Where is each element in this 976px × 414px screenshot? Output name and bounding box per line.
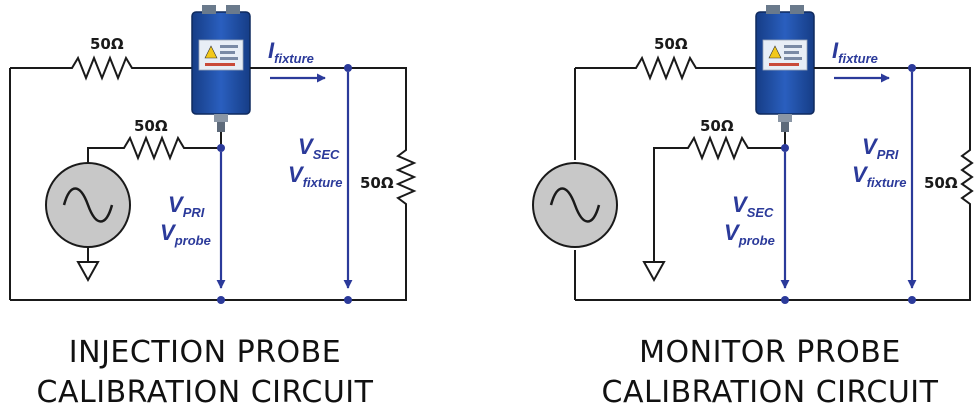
injection-i-label: Ifixture (268, 38, 314, 66)
injection-probe-icon (191, 5, 251, 132)
monitor-source-icon (532, 162, 618, 248)
monitor-i-label: Ifixture (832, 38, 878, 66)
monitor-v2-label: Vprobe (724, 220, 775, 248)
injection-mid-wire (87, 132, 222, 163)
injection-node-sec-top (344, 64, 352, 72)
monitor-node-sec-bottom (781, 296, 789, 304)
injection-caption-line2: CALIBRATION CIRCUIT (37, 375, 374, 410)
injection-right-wire (10, 67, 417, 301)
monitor-v3-label: VPRI (862, 134, 899, 162)
injection-v4-label: Vfixture (288, 162, 342, 190)
monitor-r-load-label: 50Ω (924, 174, 958, 192)
monitor-v4-label: Vfixture (852, 162, 906, 190)
injection-source-icon (45, 162, 131, 248)
monitor-caption-line1: MONITOR PROBE (639, 335, 901, 370)
injection-v1-label: VPRI (168, 192, 205, 220)
injection-node-pri-bottom (217, 296, 225, 304)
monitor-ground-icon (642, 261, 666, 283)
injection-node-sec-bottom (344, 296, 352, 304)
monitor-r-top-label: 50Ω (654, 35, 688, 53)
injection-v3-label: VSEC (298, 134, 340, 162)
injection-r-load-label: 50Ω (360, 174, 394, 192)
monitor-node-sec (781, 144, 789, 152)
injection-r-top-label: 50Ω (90, 35, 124, 53)
monitor-probe-icon (755, 5, 815, 132)
monitor-mid-wire (653, 132, 786, 262)
monitor-top-wire (574, 55, 756, 300)
injection-top-wire (9, 55, 192, 300)
injection-node-pri (217, 144, 225, 152)
injection-circuit: 50Ω 50Ω 50Ω (9, 5, 417, 410)
injection-caption-line1: INJECTION PROBE (69, 335, 341, 370)
monitor-r-mid-label: 50Ω (700, 117, 734, 135)
monitor-node-pri-bottom (908, 296, 916, 304)
monitor-node-pri-top (908, 64, 916, 72)
injection-r-mid-label: 50Ω (134, 117, 168, 135)
injection-v2-label: Vprobe (160, 220, 211, 248)
monitor-caption-line2: CALIBRATION CIRCUIT (602, 375, 939, 410)
monitor-v1-label: VSEC (732, 192, 774, 220)
monitor-right-wire (575, 67, 974, 301)
monitor-circuit: 50Ω 50Ω 50Ω (532, 5, 974, 410)
injection-ground-icon (76, 261, 100, 283)
